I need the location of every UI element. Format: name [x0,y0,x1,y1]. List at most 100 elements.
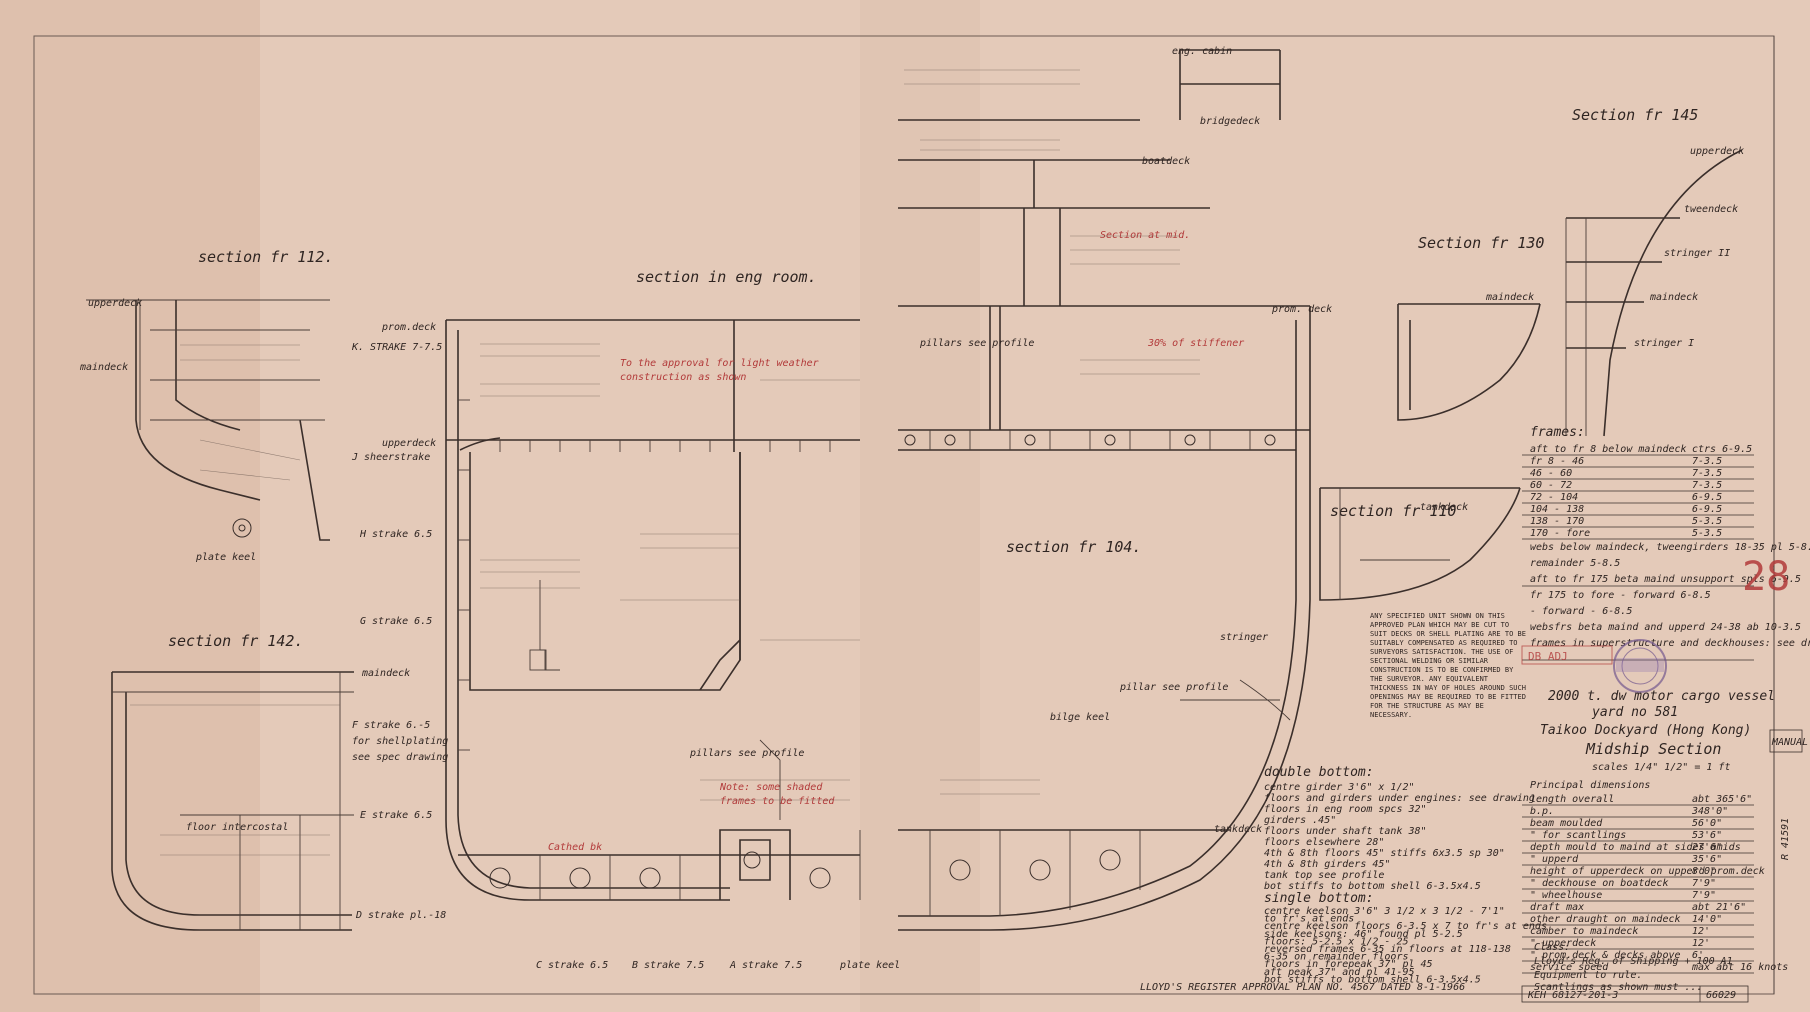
dimension-label: " upperd [1530,854,1579,865]
eng-room-title: section in eng room. [636,268,817,286]
dimension-value: 27'6" [1692,842,1722,853]
strake-d: D strake pl.-18 [355,910,446,921]
red-note-shaded: Note: some shaded [719,782,823,793]
frames-extra-line: - forward - 6-8.5 [1530,606,1632,617]
fr145-tweendeck: tweendeck [1684,204,1738,215]
strake-c: C strake 6.5 [536,960,608,971]
dimension-label: " upperdeck [1530,938,1596,949]
foot-note1: Equipment to rule. [1534,970,1642,981]
eng-promdeck-label: prom.deck [381,322,436,333]
dimension-value: 348'0" [1691,806,1728,817]
frames-row-value: 6-9.5 [1692,492,1722,503]
fr110-tankdeck: tankdeck [1420,502,1468,513]
eng-upperdeck-label: upperdeck [382,438,436,449]
dimension-label: service speed [1530,962,1609,973]
approval-stamp: DB ADJ [1521,639,1667,693]
red-note-approval: To the approval for light weather [620,358,819,369]
frames-row-label: 104 - 138 [1530,504,1584,515]
dimension-label: other draught on maindeck [1530,914,1681,925]
class-notes: Class: Lloyd's Reg. of Shipping + 100 A1… [1534,942,1733,993]
big-red-number: 28 [1742,554,1790,600]
strake-labels: K. STRAKE 7-7.5 J sheerstrake H strake 6… [351,322,900,971]
strake-b: B strake 7.5 [632,960,704,971]
double-bottom-row: floors in eng room spcs 32" [1264,804,1427,815]
dimension-label: height of upperdeck on upperd prom.deck [1530,866,1765,877]
strake-f-note1: for shellplating [352,736,448,747]
frames-row-label: 46 - 60 [1530,468,1572,479]
double-bottom-row: 4th & 8th girders 45" [1264,859,1390,870]
fr112-maindeck: maindeck [79,362,128,373]
frames-extra-line: websfrs beta maind and upperd 24-38 ab 1… [1530,622,1801,633]
dimension-value: max abt 16 knots [1691,962,1788,973]
drawing-number: KEH 68127-201-3 [1527,990,1618,1001]
dimension-value: 35'6" [1691,854,1722,865]
title-line5: scales 1/4" 1/2" = 1 ft [1592,762,1730,773]
title-block: 2000 t. dw motor cargo vessel yard no 58… [1522,689,1808,974]
dimension-label: beam moulded [1530,818,1603,829]
section-fr130-title: Section fr 130 [1418,234,1544,252]
class-header: Class: [1534,942,1570,953]
strake-j: J sheerstrake [351,452,430,463]
eng-maindeck-label: maindeck [361,668,410,679]
double-bottom-header: double bottom: [1264,765,1374,780]
single-bottom-row: aft peak 37" and pl 41-95 [1264,967,1415,978]
frames-row-value: 7-3.5 [1692,456,1722,467]
fr145-upperdeck: upperdeck [1690,146,1744,157]
section-fr104-drawing: section fr 104. [898,46,1332,931]
frames-row-value: 7-3.5 [1692,468,1722,479]
section-fr130-drawing: Section fr 130 maindeck [1397,234,1544,421]
fr104-hull-shell [898,306,1311,931]
section-fr104-title: section fr 104. [1006,538,1141,556]
title-line3: Taikoo Dockyard (Hong Kong) [1540,723,1751,738]
strake-g: G strake 6.5 [360,616,432,627]
strake-a: A strake 7.5 [729,960,802,971]
fr104-promdeck-label: prom. deck [1271,304,1332,315]
single-bottom-row: centre keelson floors 6-3.5 x 7 to fr's … [1264,921,1547,932]
double-bottom-row: 4th & 8th floors 45" stiffs 6x3.5 sp 30" [1264,848,1505,859]
single-bottom-row: to fr's at ends [1264,914,1354,925]
double-bottom-row: floors and girders under engines: see dr… [1264,793,1535,804]
dimension-label: " deckhouse on boatdeck [1530,878,1668,889]
section-fr110-title: section fr 110 [1330,502,1456,520]
frames-row-label: aft to fr 8 below maindeck [1530,444,1687,455]
double-bottom-row: floors under shaft tank 38" [1264,826,1427,837]
dimension-label: length overall [1530,794,1614,805]
title-line1: 2000 t. dw motor cargo vessel [1548,689,1775,704]
dimension-value: 12' [1692,926,1710,937]
dimension-label: " prom.deck & decks above [1530,950,1681,961]
frames-header: frames: [1530,425,1585,440]
side-label: MANUAL [1771,737,1808,748]
section-fr142-drawing: section fr 142. floor intercostal [111,632,354,931]
drawing-number-block: KEH 68127-201-3 66029 [1521,985,1749,1003]
fr145-stringer1: stringer I [1634,338,1694,349]
dimension-value: 7'9" [1692,890,1716,901]
bridgedeck-label: bridgedeck [1200,116,1260,127]
red-note-construction: construction as shown [620,372,746,383]
fr104-pillar-note: pillar see profile [1119,682,1228,693]
section-fr112-drawing: section fr 112. upperdeck maindeck plate… [79,248,333,563]
title-line4: Midship Section [1585,740,1721,758]
double-bottom-row: tank top see profile [1264,870,1384,881]
red-note-stiffener: 30% of stiffener [1147,338,1244,349]
red-note-frames: frames to be fitted [720,796,835,807]
single-bottom-row: 6-35 on remainder floors [1264,952,1409,963]
frames-row-label: fr 8 - 46 [1530,456,1584,467]
stamp-text: DB ADJ [1528,650,1568,663]
dimension-value: 12' [1692,938,1710,949]
double-bottom-row: girders .45" [1264,815,1336,826]
eng-hull-shell [445,320,730,901]
dimension-value: abt 21'6" [1692,902,1746,913]
frames-row-value: ctrs 6-9.5 [1692,444,1752,455]
plate-keel-label: plate keel [839,960,900,971]
frames-row-value: 5-3.5 [1692,516,1722,527]
dimension-label: " wheelhouse [1530,890,1602,901]
vertical-ref-number: R 41591 [1780,818,1791,860]
frames-row-value: 6-9.5 [1692,504,1722,515]
fr130-maindeck: maindeck [1485,292,1534,303]
principal-dims-header: Principal dimensions [1530,780,1650,791]
class-line: Lloyd's Reg. of Shipping + 100 A1 [1534,956,1733,967]
title-line2: yard no 581 [1591,705,1678,720]
engine-room-section: section in eng room. [445,268,861,901]
strake-k: K. STRAKE 7-7.5 [351,342,442,353]
